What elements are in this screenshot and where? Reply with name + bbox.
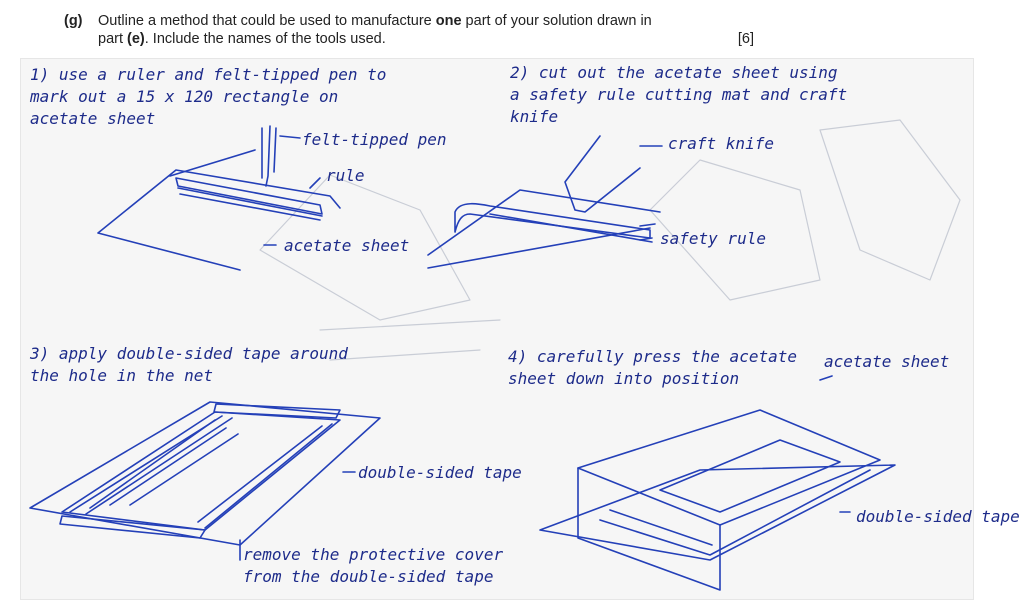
label-remove-cover: remove the protective cover from the dou…	[243, 545, 504, 586]
label-rule: rule	[326, 166, 365, 185]
emphasis-part-e: (e)	[127, 31, 145, 47]
question-number: (g)	[64, 13, 83, 29]
label-craft-knife: craft knife	[668, 134, 774, 153]
question-line-1: Outline a method that could be used to m…	[98, 13, 652, 29]
label-safety-rule: safety rule	[660, 229, 766, 248]
question-line-2: part (e). Include the names of the tools…	[98, 31, 386, 47]
step-3-text: 3) apply double-sided tape around the ho…	[30, 344, 348, 385]
sketch-step-2	[427, 135, 663, 269]
step-2-text: 2) cut out the acetate sheet using a saf…	[510, 63, 848, 126]
show-through-marks	[259, 119, 961, 361]
sketch-step-1	[97, 125, 341, 271]
label-double-sided-tape-3: double-sided tape	[358, 463, 522, 482]
emphasis-one: one	[435, 13, 462, 29]
label-acetate-sheet-1: acetate sheet	[284, 236, 410, 255]
step-4-text: 4) carefully press the acetate sheet dow…	[508, 347, 797, 388]
label-acetate-sheet-4: acetate sheet	[824, 352, 950, 371]
label-felt-tipped-pen: felt-tipped pen	[302, 130, 447, 149]
step-1-text: 1) use a ruler and felt-tipped pen to ma…	[30, 65, 387, 128]
sketch-step-4	[539, 375, 896, 591]
question-marks: [6]	[737, 31, 754, 47]
answer-scan-area	[20, 58, 974, 600]
label-double-sided-tape-4: double-sided tape	[856, 507, 1020, 526]
sketch-step-3	[29, 401, 381, 561]
